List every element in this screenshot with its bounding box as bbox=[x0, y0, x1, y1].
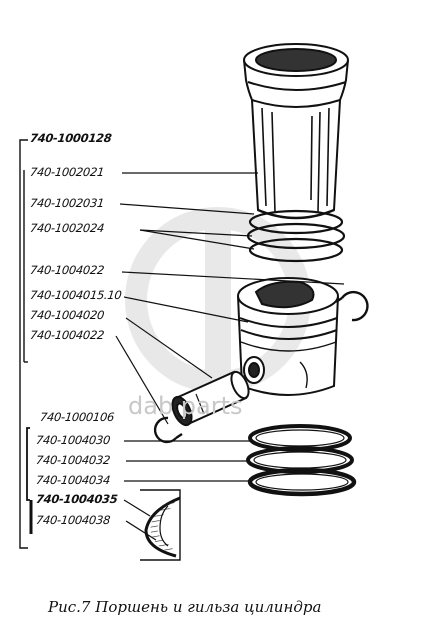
label-740-1002031: 740-1002031 bbox=[29, 196, 105, 210]
label-740-1004034: 740-1004034 bbox=[35, 473, 111, 487]
retaining-ring-left bbox=[153, 416, 183, 444]
label-740-1004035: 740-1004035 bbox=[35, 492, 119, 506]
label-740-1004038: 740-1004038 bbox=[35, 513, 111, 527]
label-740-1004020: 740-1004020 bbox=[29, 308, 105, 322]
label-740-1002024: 740-1002024 bbox=[29, 221, 105, 235]
piston bbox=[237, 277, 339, 396]
label-740-1002021: 740-1002021 bbox=[29, 165, 105, 179]
oil-ring-detail-inset bbox=[140, 489, 181, 561]
watermark-text: dab parts bbox=[128, 392, 243, 420]
leader-lines bbox=[115, 172, 345, 541]
piston-pin bbox=[171, 370, 250, 427]
figure-caption: Рис.7 Поршень и гильза цилиндра bbox=[48, 598, 322, 616]
label-740-1004022-top: 740-1004022 bbox=[29, 263, 105, 277]
label-740-1000106: 740-1000106 bbox=[39, 410, 115, 424]
assembly-bracket bbox=[19, 139, 33, 549]
retaining-ring-right bbox=[335, 290, 369, 322]
label-740-1004030: 740-1004030 bbox=[35, 433, 111, 447]
piston-rings bbox=[246, 424, 357, 497]
label-740-1004015-10: 740-1004015.10 bbox=[29, 288, 123, 302]
label-740-1004022-bottom: 740-1004022 bbox=[29, 328, 105, 342]
cylinder-sleeve bbox=[243, 43, 349, 220]
label-740-1000128: 740-1000128 bbox=[29, 131, 113, 145]
label-740-1004032: 740-1004032 bbox=[35, 453, 111, 467]
